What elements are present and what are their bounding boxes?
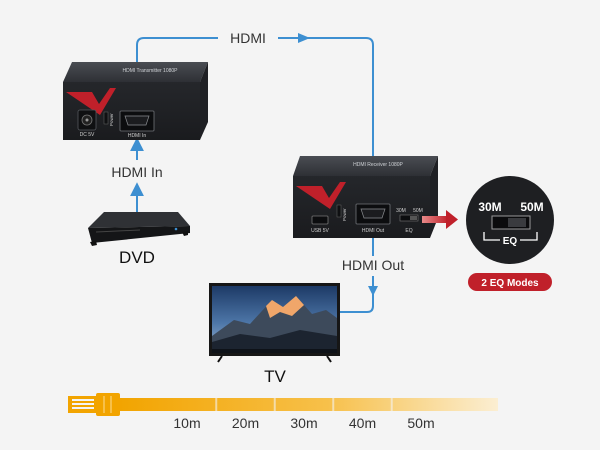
eq-modes-text: 2 EQ Modes [481, 278, 539, 289]
zoom-30m-label: 30M [478, 200, 501, 214]
hdmi-plug-icon [68, 393, 120, 416]
dvd-label: DVD [119, 248, 155, 267]
zoom-arrow [422, 210, 458, 229]
cable-bar [118, 398, 498, 411]
hdmi-label-bg [218, 28, 278, 46]
distance-tick [215, 398, 218, 411]
receiver-device: HDMI Receiver 1080P USB 5V Power HDMI Ou… [293, 156, 438, 238]
hdmi-cable-line [278, 37, 374, 200]
hdmi-cable-line [136, 37, 218, 112]
distance-tick [332, 398, 335, 411]
hdmi-out-port-label: HDMI Out [362, 228, 385, 234]
distance-tick [273, 398, 276, 411]
signal-lines [130, 33, 378, 313]
distance-scale: 10m 20m 30m 40m 50m [68, 393, 498, 431]
usb-5v-label: USB 5V [311, 228, 329, 234]
zoom-50m-label: 50M [520, 200, 543, 214]
transmitter-device: HDMI Transmitter 1080P DC 5V Power HDMI … [63, 62, 208, 140]
distance-tick [390, 398, 393, 411]
distance-label-30m: 30m [290, 415, 317, 431]
brand-logo [296, 182, 346, 209]
eq-30m-label: 30M [396, 208, 406, 214]
distance-label-20m: 20m [232, 415, 259, 431]
dvd-player [88, 212, 190, 246]
eq-zoom-callout: 30M 50M EQ [466, 176, 554, 264]
hdmi-out-line [340, 276, 374, 313]
power-label: Power [342, 208, 347, 221]
eq-switch[interactable] [399, 214, 419, 222]
hdmi-out-label: HDMI Out [342, 257, 404, 273]
hdmi-in-port-label: HDMI In [128, 133, 147, 139]
arrow-right-icon [298, 33, 310, 43]
hdmi-link-label: HDMI [230, 30, 266, 46]
transmitter-title: HDMI Transmitter 1080P [122, 68, 178, 74]
power-indicator [336, 204, 342, 218]
usb-5v-port [311, 215, 329, 225]
eq-modes-badge: 2 EQ Modes [468, 273, 552, 291]
eq-50m-label: 50M [413, 208, 423, 214]
distance-label-40m: 40m [349, 415, 376, 431]
power-label: Power [109, 113, 114, 126]
distance-label-50m: 50m [407, 415, 434, 431]
brand-logo [66, 88, 116, 115]
hdmi-in-label: HDMI In [111, 164, 162, 180]
tv-label: TV [264, 367, 286, 386]
distance-label-10m: 10m [173, 415, 200, 431]
dc-5v-label: DC 5V [80, 132, 95, 138]
tv [209, 283, 340, 363]
eq-label: EQ [405, 228, 412, 234]
power-indicator [103, 111, 109, 125]
zoom-eq-label: EQ [503, 236, 518, 247]
arrow-down-icon [368, 286, 378, 296]
receiver-title: HDMI Receiver 1080P [353, 162, 403, 168]
